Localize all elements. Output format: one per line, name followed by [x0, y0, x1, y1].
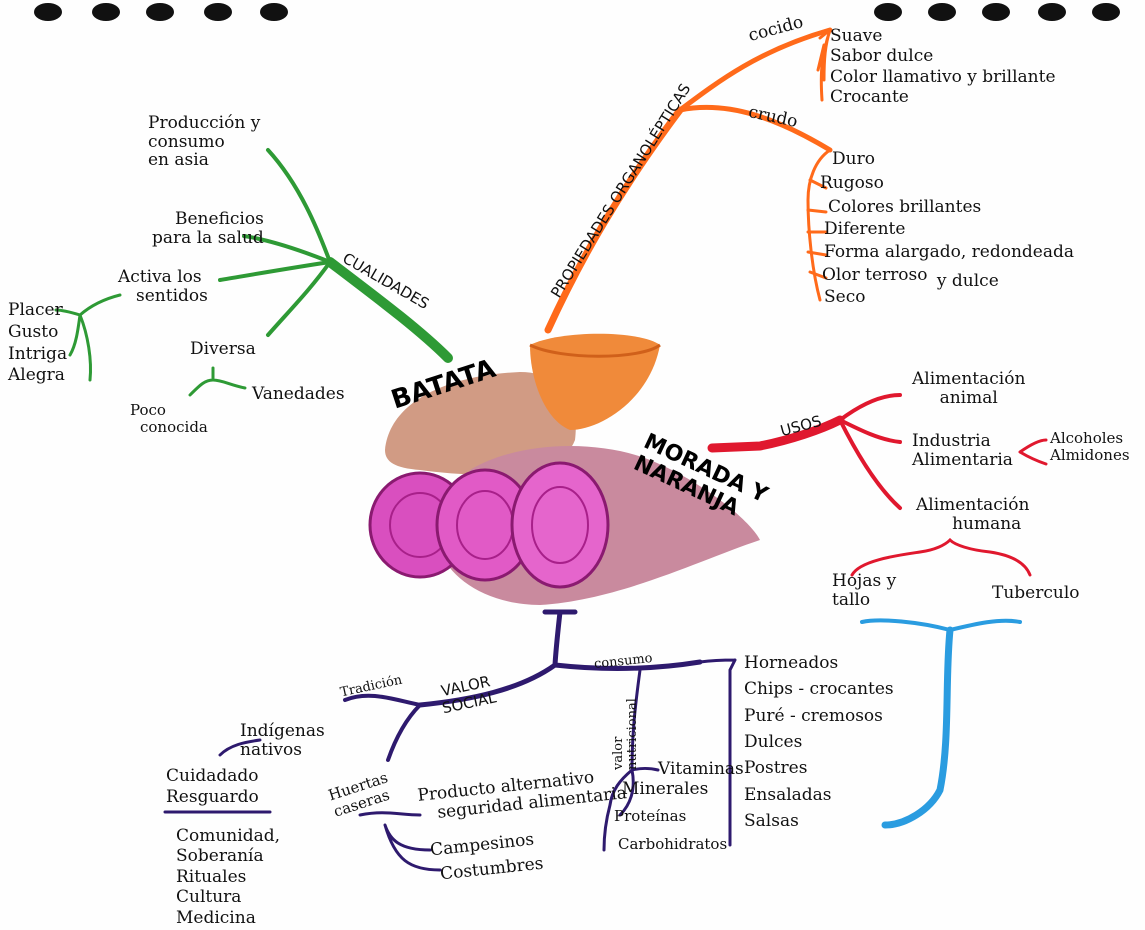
- beneficios-node: Beneficios para la salud: [125, 210, 264, 247]
- dulces-item: Dulces: [744, 729, 894, 755]
- suave-item: Suave: [830, 26, 1056, 46]
- intriga-item: Intriga: [8, 344, 67, 366]
- produccion-node: Producción y consumo en asia: [148, 114, 260, 170]
- alcoholes-item: Alcoholes: [1050, 430, 1130, 447]
- sentidos-list: Placer Gusto Intriga Alegra: [8, 300, 67, 387]
- activa-line-1: Activa los: [118, 268, 208, 287]
- animal-line-2: animal: [912, 389, 1025, 408]
- industria-line-1: Industria: [912, 432, 1013, 451]
- forma-item: Forma alargado, redondeada: [824, 243, 1074, 262]
- alimentacion-humana-node: Alimentación humana: [916, 496, 1029, 533]
- produccion-line-2: consumo: [148, 133, 260, 152]
- salsas-item: Salsas: [744, 808, 894, 834]
- diferente-item: Diferente: [824, 220, 905, 239]
- tuberculo-node: Tuberculo: [992, 584, 1080, 603]
- valor-nutri-line-1: valor: [612, 698, 626, 770]
- chips-item: Chips - crocantes: [744, 676, 894, 702]
- activa-node: Activa los sentidos: [118, 268, 208, 305]
- conocida-line: conocida: [130, 419, 208, 436]
- alimentacion-animal-node: Alimentación animal: [912, 370, 1025, 407]
- postres-item: Postres: [744, 755, 894, 781]
- color-llamativo-item: Color llamativo y brillante: [830, 67, 1056, 87]
- indigenas-node: Indígenas nativos: [240, 722, 325, 759]
- diferente-text: Diferente: [824, 219, 905, 239]
- duro-item: Duro: [832, 150, 875, 169]
- comunidad-item: Comunidad,: [176, 826, 280, 846]
- y-dulce-text: y dulce: [937, 271, 999, 291]
- seco-item: Seco: [824, 288, 865, 307]
- crocante-item: Crocante: [830, 87, 1056, 107]
- placer-item: Placer: [8, 300, 67, 322]
- diversa-node: Diversa: [190, 340, 256, 359]
- colores-brillantes-item: Colores brillantes: [828, 198, 981, 217]
- rugoso-item: Rugoso: [820, 174, 884, 193]
- tallo-line: tallo: [832, 591, 896, 610]
- produccion-line-3: en asia: [148, 151, 260, 170]
- vitaminas-item: Vitaminas: [658, 760, 744, 779]
- valor-nutri-line-2: nutricional: [626, 698, 640, 770]
- resguardo-line: Resguardo: [166, 787, 259, 808]
- olor-text: Olor terroso: [822, 265, 927, 285]
- medicina-item: Medicina: [176, 908, 280, 928]
- beneficios-line-1: Beneficios: [125, 210, 264, 229]
- valor-nutricional-node: valor nutricional: [612, 698, 639, 770]
- minerales-item: Minerales: [622, 780, 708, 799]
- animal-line-1: Alimentación: [912, 370, 1025, 389]
- gusto-item: Gusto: [8, 322, 67, 344]
- tuberculo-text: Tuberculo: [992, 583, 1080, 603]
- alegra-item: Alegra: [8, 365, 67, 387]
- hojas-line: Hojas y: [832, 572, 896, 591]
- poco-conocida-node: Poco conocida: [130, 402, 208, 435]
- carbohidratos-text: Carbohidratos: [618, 835, 727, 853]
- cuidadado-line: Cuidadado: [166, 766, 259, 787]
- rugoso-text: Rugoso: [820, 173, 884, 193]
- diversa-text: Diversa: [190, 339, 256, 359]
- beneficios-line-2: para la salud: [125, 229, 264, 248]
- orange-branch: [548, 30, 830, 330]
- humana-line-1: Alimentación: [916, 496, 1029, 515]
- olor-item: Olor terroso y dulce: [822, 266, 999, 285]
- ensaladas-item: Ensaladas: [744, 782, 894, 808]
- forma-text: Forma alargado, redondeada: [824, 242, 1074, 262]
- binding-holes: [34, 3, 1120, 21]
- produccion-line-1: Producción y: [148, 114, 260, 133]
- pure-item: Puré - cremosos: [744, 703, 894, 729]
- colores-brillantes-text: Colores brillantes: [828, 197, 981, 217]
- cocido-list: Suave Sabor dulce Color llamativo y bril…: [830, 26, 1056, 108]
- almidones-item: Almidones: [1050, 447, 1130, 464]
- industria-node: Industria Alimentaria: [912, 432, 1013, 469]
- duro-text: Duro: [832, 149, 875, 169]
- purple-slice-3: [512, 463, 608, 587]
- indigenas-line: Indígenas: [240, 722, 325, 741]
- humana-line-2: humana: [916, 515, 1029, 534]
- rituales-item: Rituales: [176, 867, 280, 887]
- activa-line-2: sentidos: [118, 287, 208, 306]
- soberania-item: Soberanía: [176, 846, 280, 866]
- variedades-text: Vanedades: [252, 384, 345, 404]
- industria-list: Alcoholes Almidones: [1050, 430, 1130, 463]
- hojas-tallo-node: Hojas y tallo: [832, 572, 896, 609]
- industria-line-2: Alimentaria: [912, 451, 1013, 470]
- horneados-item: Horneados: [744, 650, 894, 676]
- sabor-dulce-item: Sabor dulce: [830, 46, 1056, 66]
- nativos-line: nativos: [240, 741, 325, 760]
- variedades-node: Vanedades: [252, 385, 345, 404]
- cuidado-node: Cuidadado Resguardo: [166, 766, 259, 809]
- minerales-text: Minerales: [622, 779, 708, 799]
- cultura-item: Cultura: [176, 887, 280, 907]
- proteinas-text: Proteínas: [614, 807, 686, 825]
- comunidad-list: Comunidad, Soberanía Rituales Cultura Me…: [176, 826, 280, 928]
- poco-line: Poco: [130, 402, 208, 419]
- vitaminas-text: Vitaminas: [658, 759, 744, 779]
- carbohidratos-item: Carbohidratos: [618, 836, 727, 853]
- proteinas-item: Proteínas: [614, 808, 686, 825]
- seco-text: Seco: [824, 287, 865, 307]
- consumo-list: Horneados Chips - crocantes Puré - cremo…: [744, 650, 894, 834]
